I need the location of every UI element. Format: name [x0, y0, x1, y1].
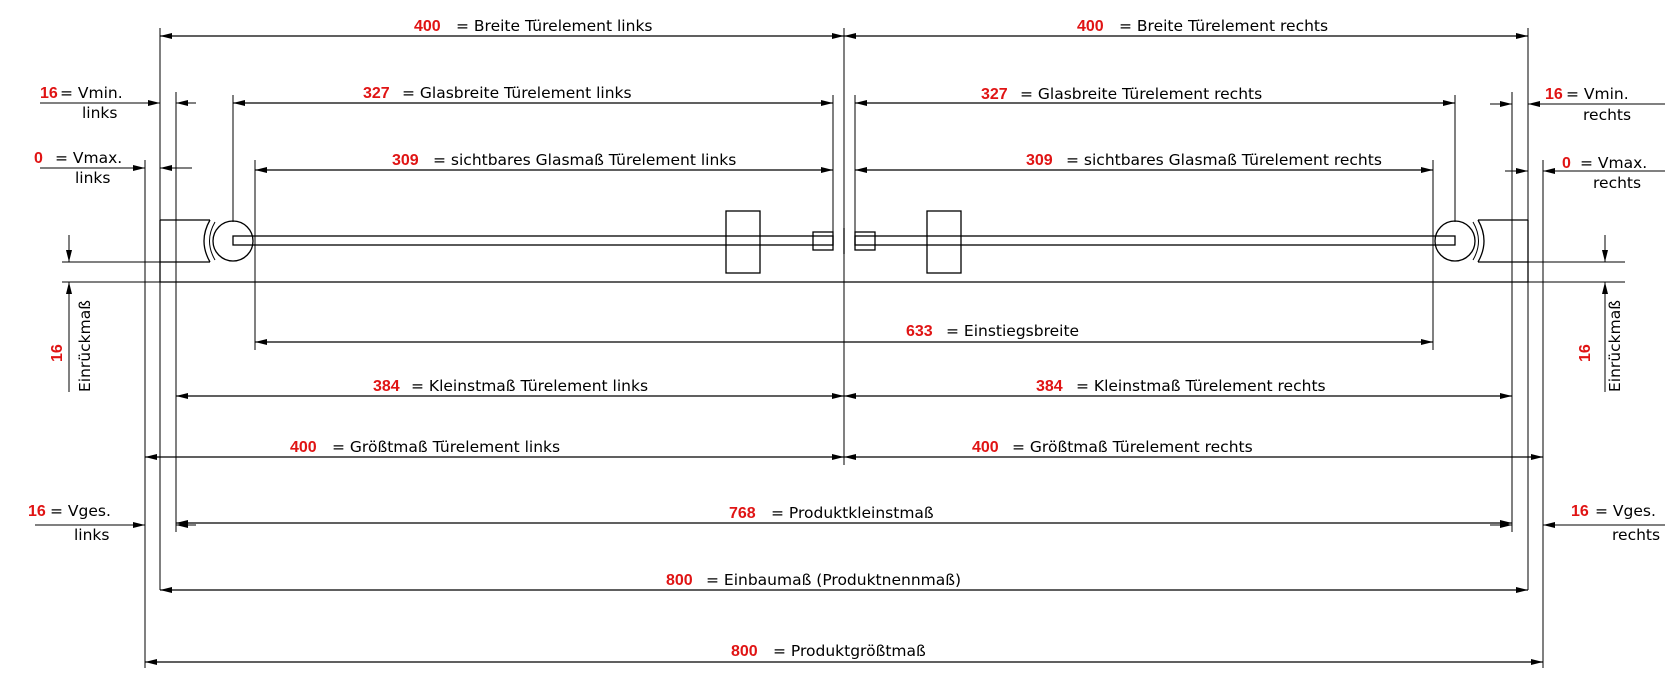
vmin-left-line2: links — [82, 104, 118, 122]
installation-label: = Einbaumaß (Produktnennmaß) — [706, 571, 961, 589]
vges-left-line2: links — [74, 526, 110, 544]
visible-glass-left-label: = sichtbares Glasmaß Türelement links — [433, 151, 736, 169]
door-width-left-value: 400 — [414, 18, 441, 35]
min-door-left-value: 384 — [373, 378, 400, 395]
min-door-left-label: = Kleinstmaß Türelement links — [411, 377, 648, 395]
handle-left — [725, 210, 761, 274]
product-max-value: 800 — [731, 643, 758, 660]
visible-glass-right-label: = sichtbares Glasmaß Türelement rechts — [1066, 151, 1382, 169]
glass-width-left-label: = Glasbreite Türelement links — [402, 84, 632, 102]
vmin-left-line1: = Vmin. — [60, 84, 123, 102]
installation-value: 800 — [666, 572, 693, 589]
dimension-lines — [145, 33, 1543, 665]
vmax-left-line1: = Vmax. — [55, 149, 122, 167]
entry-width-label: = Einstiegsbreite — [946, 322, 1079, 340]
dimension-labels: 400 = Breite Türelement links 400 = Brei… — [290, 17, 1382, 660]
vmax-right-line1: = Vmax. — [1580, 154, 1647, 172]
vmin-right-line2: rechts — [1583, 106, 1631, 124]
vmin-right-value: 16 — [1545, 86, 1563, 103]
vges-right-value: 16 — [1571, 503, 1589, 520]
max-door-right-value: 400 — [972, 439, 999, 456]
glass-panel-left — [232, 235, 834, 246]
max-door-right-label: = Größtmaß Türelement rechts — [1012, 438, 1253, 456]
vmax-right-line2: rechts — [1593, 174, 1641, 192]
vmax-right-value: 0 — [1562, 155, 1571, 172]
door-profile — [62, 210, 1625, 283]
extension-lines — [144, 28, 1544, 668]
handle-right — [926, 210, 962, 274]
vges-left-value: 16 — [28, 503, 46, 520]
vmax-left-line2: links — [75, 169, 111, 187]
max-door-left-value: 400 — [290, 439, 317, 456]
door-width-right-value: 400 — [1077, 18, 1104, 35]
visible-glass-left-value: 309 — [392, 152, 419, 169]
left-wall-profile — [159, 219, 254, 282]
indent-right-label: Einrückmaß — [1606, 300, 1624, 392]
vges-left-line1: = Vges. — [50, 502, 111, 520]
vges-right-line1: = Vges. — [1595, 502, 1656, 520]
indent-right-value: 16 — [1577, 344, 1594, 362]
vmax-left-value: 0 — [34, 150, 43, 167]
product-min-label: = Produktkleinstmaß — [771, 504, 934, 522]
indent-left-label: Einrückmaß — [76, 300, 94, 392]
min-door-right-label: = Kleinstmaß Türelement rechts — [1076, 377, 1326, 395]
min-door-right-value: 384 — [1036, 378, 1063, 395]
product-max-label: = Produktgrößtmaß — [773, 642, 926, 660]
glass-width-left-value: 327 — [363, 85, 390, 102]
door-width-right-label: = Breite Türelement rechts — [1119, 17, 1328, 35]
visible-glass-right-value: 309 — [1026, 152, 1053, 169]
door-width-left-label: = Breite Türelement links — [456, 17, 653, 35]
max-door-left-label: = Größtmaß Türelement links — [332, 438, 560, 456]
glass-width-right-label: = Glasbreite Türelement rechts — [1020, 85, 1262, 103]
vges-right-line2: rechts — [1612, 526, 1660, 544]
center-seal — [812, 228, 876, 254]
side-dimension-lines — [35, 100, 1665, 528]
glass-width-right-value: 327 — [981, 86, 1008, 103]
indent-left-value: 16 — [49, 344, 66, 362]
right-wall-profile — [1434, 219, 1529, 282]
entry-width-value: 633 — [906, 323, 933, 340]
product-min-value: 768 — [729, 505, 756, 522]
vmin-left-value: 16 — [40, 85, 58, 102]
glass-panel-right — [854, 235, 1456, 246]
side-dimension-labels: 16 = Vmin. links 0 = Vmax. links 16 = Vg… — [28, 84, 1660, 544]
vmin-right-line1: = Vmin. — [1566, 85, 1629, 103]
